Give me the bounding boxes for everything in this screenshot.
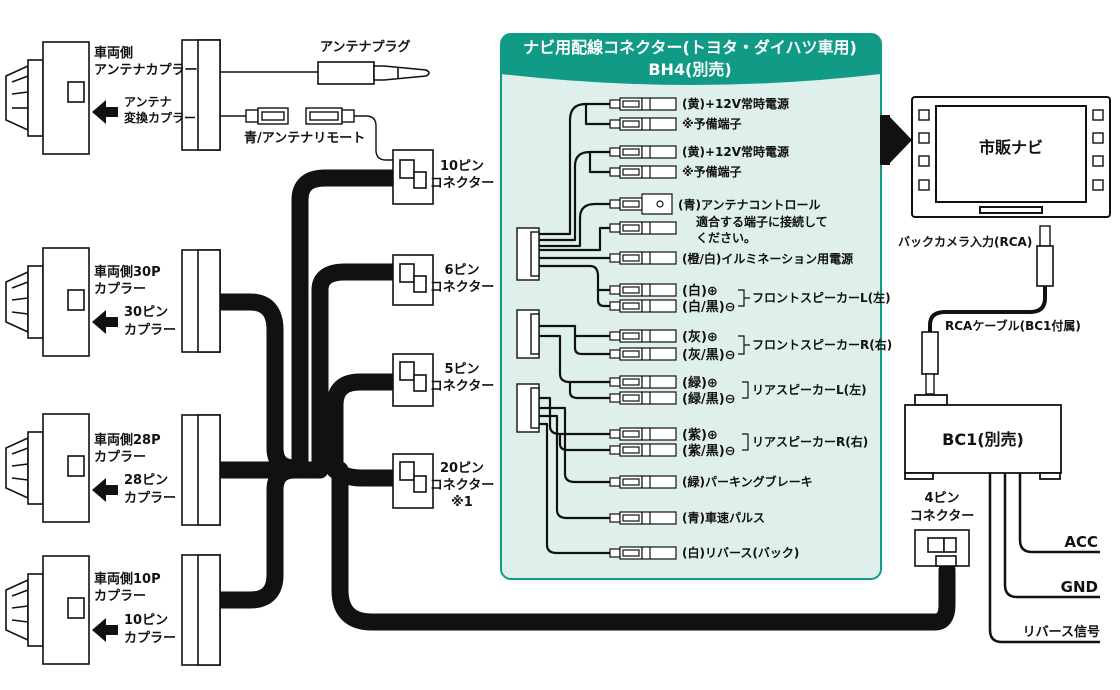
wire-label: (紫)⊕ <box>682 427 718 443</box>
wire-label: (青)アンテナコントロール <box>678 197 821 212</box>
mid-connector-note: ※1 <box>451 495 473 510</box>
left-arrow-icons <box>92 100 118 642</box>
coupler-label: アンテナカプラー <box>94 63 197 78</box>
antenna-remote-label: 青/アンテナリモート <box>244 130 365 146</box>
mid-connector-20pin <box>392 453 434 509</box>
wire-label: (橙/白)イルミネーション用電源 <box>682 251 853 266</box>
coupler-arrow-label: 28ピン <box>124 473 168 488</box>
navi-label: 市販ナビ <box>979 138 1043 157</box>
bh4-title-line1: ナビ用配線コネクター(トヨタ・ダイハツ車用) <box>523 38 857 57</box>
bh4-side-couplers <box>181 39 221 666</box>
navi-unit <box>911 96 1111 218</box>
bh4-inner-connectors <box>516 227 540 433</box>
wire-label: (緑)⊕ <box>682 375 718 391</box>
wire-label: (黄)+12V常時電源 <box>682 144 789 159</box>
wire-label: ※予備端子 <box>682 116 742 131</box>
arrow-left-icon <box>92 100 118 124</box>
speaker-brackets <box>738 289 750 451</box>
coupler-label: 車両側 <box>94 45 133 61</box>
mid-connector-5pin <box>392 353 434 407</box>
wire-label: (灰)⊕ <box>682 329 718 345</box>
rca-cable <box>921 225 1054 395</box>
coupler-arrow-label: アンテナ <box>124 95 172 109</box>
bc1-connector-label: 4ピン <box>924 491 959 506</box>
bc1-output-wires <box>988 473 1100 644</box>
bh4-title-line2: BH4(別売) <box>648 60 731 79</box>
bc1-connector-label: コネクター <box>910 509 974 524</box>
bh4-thin-wires <box>539 102 610 555</box>
wire-label: (黄)+12V常時電源 <box>682 96 789 111</box>
coupler-label: 車両側10P <box>94 571 161 587</box>
wire-label: リアスピーカーR(右) <box>752 434 868 449</box>
bc1-label: BC1(別売) <box>942 430 1024 449</box>
coupler-arrow-label: カプラー <box>124 323 176 338</box>
mid-connector-label: コネクター <box>430 478 494 493</box>
coupler-arrow-label: カプラー <box>124 631 176 646</box>
mid-connector-label: 6ピン <box>444 263 479 278</box>
acc-label: ACC <box>1064 533 1098 551</box>
wire-label: フロントスピーカーR(右) <box>752 337 892 352</box>
coupler-label: カプラー <box>94 282 146 297</box>
mid-connector-label: 10ピン <box>440 159 484 174</box>
left-coupler-10p <box>5 555 90 665</box>
wire-label: (白)⊕ <box>682 283 718 299</box>
wire-label: ※予備端子 <box>682 164 742 179</box>
antenna-remote-wire <box>220 107 395 161</box>
coupler-arrow-label: 変換カプラー <box>124 110 196 125</box>
wire-label: (白/黒)⊖ <box>682 299 736 315</box>
mid-connector-label: コネクター <box>430 379 494 394</box>
wire-label: (白)リバース(バック) <box>682 545 799 560</box>
arrow-left-icon <box>92 478 118 502</box>
mid-connector-6pin <box>392 254 434 306</box>
gnd-label: GND <box>1061 578 1098 596</box>
coupler-arrow-label: 10ピン <box>124 613 168 628</box>
antenna-plug <box>220 61 430 85</box>
wire-label: (緑)パーキングブレーキ <box>682 474 813 489</box>
wire-label: 適合する端子に接続して <box>696 214 828 229</box>
reverse-signal-label: リバース信号 <box>1023 624 1100 640</box>
wire-label: フロントスピーカーL(左) <box>752 290 891 305</box>
mid-connector-label: 20ピン <box>440 461 484 476</box>
coupler-arrow-label: カプラー <box>124 491 176 506</box>
arrow-left-icon <box>92 618 118 642</box>
coupler-label: カプラー <box>94 450 146 465</box>
mid-connector-label: コネクター <box>430 176 494 191</box>
wire-label: (緑/黒)⊖ <box>682 391 736 407</box>
arrow-left-icon <box>92 310 118 334</box>
bc1-unit <box>904 394 1062 480</box>
wire-label: ください。 <box>696 231 756 245</box>
rca-cable-label: RCAケーブル(BC1付属) <box>945 318 1081 333</box>
wire-label: (紫/黒)⊖ <box>682 443 736 459</box>
main-harness <box>209 169 956 631</box>
navi-harness-body <box>880 115 890 165</box>
mid-connector-10pin <box>392 149 434 205</box>
bc1-4pin-connector <box>914 529 970 567</box>
wire-terminals <box>609 97 677 560</box>
wire-label: リアスピーカーL(左) <box>752 382 867 397</box>
mid-connector-label: コネクター <box>430 280 494 295</box>
left-coupler-30p <box>5 247 90 357</box>
coupler-arrow-label: 30ピン <box>124 305 168 320</box>
coupler-label: 車両側30P <box>94 264 161 280</box>
coupler-label: 車両側28P <box>94 432 161 448</box>
left-coupler-28p <box>5 413 90 523</box>
left-coupler-antenna <box>5 41 90 155</box>
bh4-header <box>501 34 881 85</box>
wire-label: (青)車速パルス <box>682 510 765 525</box>
coupler-label: カプラー <box>94 589 146 604</box>
camera-input-label: バックカメラ入力(RCA) <box>898 234 1032 249</box>
antenna-plug-label: アンテナプラグ <box>320 39 410 55</box>
wire-label: (灰/黒)⊖ <box>682 347 736 363</box>
mid-connector-label: 5ピン <box>444 362 479 377</box>
